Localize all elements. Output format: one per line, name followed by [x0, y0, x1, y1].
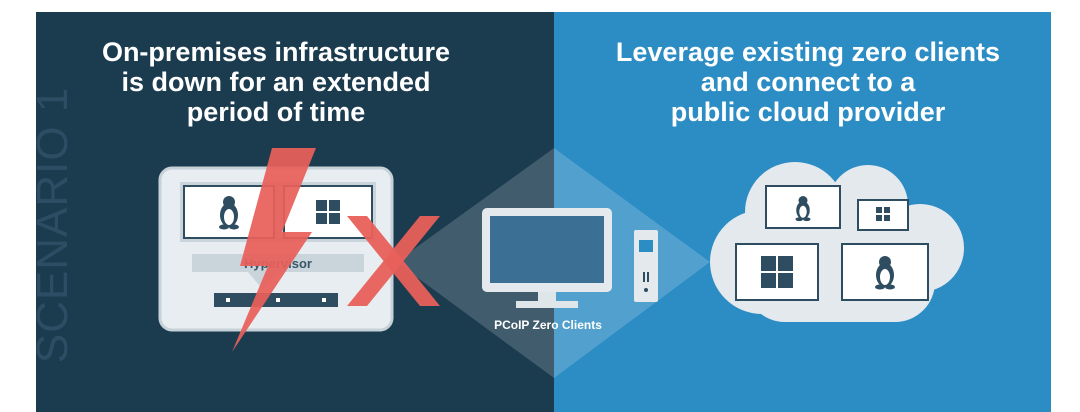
windows-icon [316, 200, 340, 224]
linux-icon [219, 196, 239, 230]
right-heading-line: public cloud provider [670, 97, 946, 127]
zero-client-box [634, 230, 658, 302]
right-heading-line: and connect to a [700, 67, 916, 97]
linux-icon [875, 256, 895, 290]
left-heading-line: On-premises infrastructure [101, 37, 451, 67]
right-heading-line: Leverage existing zero clients [615, 37, 1001, 67]
linux-icon [795, 196, 811, 222]
zero-clients-label: PCoIP Zero Clients [494, 318, 602, 332]
zero-client-monitor [482, 208, 612, 308]
cloud-tiles [735, 185, 929, 301]
x-mark [347, 216, 440, 306]
windows-icon [876, 207, 890, 221]
beam-left [396, 148, 554, 378]
beam-right [554, 148, 710, 378]
windows-icon [761, 256, 793, 288]
left-heading-line: is down for an extended [121, 67, 431, 97]
left-heading: On-premises infrastructure is down for a… [66, 37, 486, 127]
left-heading-line: period of time [186, 97, 366, 127]
lightning-bolt [232, 148, 316, 352]
right-heading: Leverage existing zero clients and conne… [598, 37, 1018, 127]
